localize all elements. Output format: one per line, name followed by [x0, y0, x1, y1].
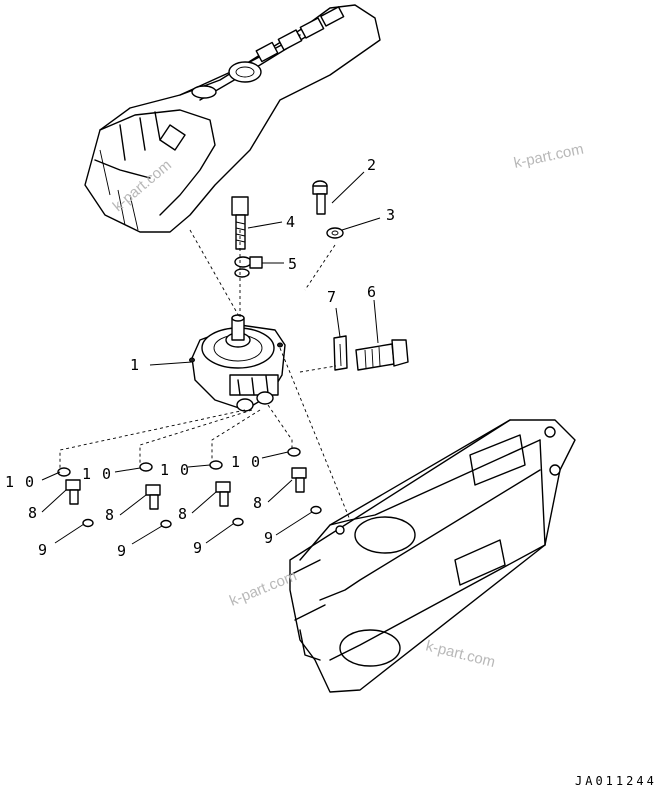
leader-lines [41, 171, 381, 545]
drawing-code: JA011244 [575, 774, 655, 788]
callout-7: 7 [327, 288, 337, 306]
callout-8: 8 [178, 505, 188, 523]
watermark-text: k-part.com [424, 637, 497, 671]
washer-3 [326, 227, 344, 239]
console-cover [84, 4, 381, 233]
callout-9: 9 [193, 539, 203, 557]
callout-10: 1 0 [5, 473, 35, 491]
bolt-4 [231, 196, 249, 250]
callout-2: 2 [367, 156, 377, 174]
callout-1: 1 [130, 356, 140, 374]
callout-8: 8 [28, 504, 38, 522]
callout-10: 1 0 [231, 453, 261, 471]
callout-9: 9 [38, 541, 48, 559]
callout-6: 6 [367, 283, 377, 301]
pin-7 [333, 335, 348, 371]
fitting-5 [234, 256, 263, 278]
watermark-text: k-part.com [227, 567, 299, 609]
callout-8: 8 [253, 494, 263, 512]
pilot-valve-1 [189, 314, 286, 412]
bolt-2 [312, 180, 328, 215]
fittings-row [57, 447, 322, 529]
callout-3: 3 [386, 206, 396, 224]
callout-10: 1 0 [82, 465, 112, 483]
watermark-text: k-part.com [512, 141, 585, 172]
callout-9: 9 [117, 542, 127, 560]
callout-9: 9 [264, 529, 274, 547]
assembly-lines [59, 229, 351, 521]
callout-5: 5 [288, 255, 298, 273]
callout-10: 1 0 [160, 461, 190, 479]
callout-8: 8 [105, 506, 115, 524]
callout-4: 4 [286, 213, 296, 231]
mounting-bracket [289, 419, 576, 693]
bolt-6 [355, 339, 409, 371]
